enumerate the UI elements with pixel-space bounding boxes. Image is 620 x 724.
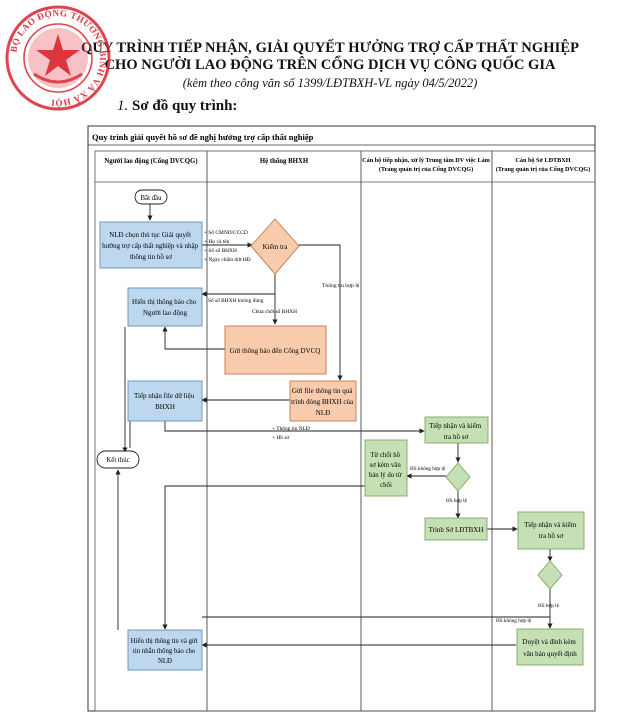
send-items: + Thông tin NLĐ + Hồ sơ [272, 426, 311, 441]
label-invalid-book: Số sổ BHXH không đúng [208, 297, 264, 304]
node-approve [516, 628, 584, 666]
label-hs-valid-2: HS hợp lệ [538, 603, 560, 609]
end-label: Kết thúc [106, 457, 129, 464]
lane-label-3a: Cán bộ tiếp nhận, xử lý Trung tâm DV việ… [362, 157, 490, 164]
node-send-info-line2: trình đóng BHXH của [291, 398, 354, 406]
start-node [134, 189, 168, 205]
ministry-seal: BỘ LAO ĐỘNG THƯƠNG BINH VÀ XÃ HỘI [5, 5, 111, 111]
node-reject-line2: sơ kèm văn [370, 462, 402, 469]
node-approve-text: Duyệt và đính kèm văn bản quyết định [522, 638, 577, 658]
decision-2 [537, 560, 563, 590]
node-show-notice-line1: Hiển thị thông báo cho [132, 298, 197, 306]
decision-1 [445, 462, 471, 492]
end-node [96, 450, 140, 469]
node-choose-line2: hưởng trợ cấp thất nghiệp và nhập [102, 242, 198, 250]
node-receive-file [127, 380, 203, 422]
document-subnote: (kèm theo công văn số 1399/LĐTBXH-VL ngà… [182, 76, 478, 90]
fields-list: + Số CMND/CCCD + Họ và tên + Số sổ BHXH … [204, 229, 251, 263]
node-choose-text: NLĐ chọn thủ tục Giải quyết hưởng trợ cấ… [102, 231, 200, 261]
node-send-info [289, 380, 357, 422]
node-show-notice-line2: Người lao động [143, 309, 188, 317]
node-receive-file-line2: BHXH [155, 403, 175, 411]
send-item-1: + Thông tin NLĐ [272, 426, 310, 432]
node-submit [424, 517, 488, 541]
node-receive-check-2-line1: Tiếp nhận và kiểm [524, 521, 577, 529]
lane-label-3b: (Trang quản trị của Cổng DVCQG) [379, 166, 473, 173]
send-item-2: + Hồ sơ [272, 434, 289, 441]
document-title-line1: QUY TRÌNH TIẾP NHẬN, GIẢI QUYẾT HƯỞNG TR… [80, 40, 580, 56]
node-choose-line3: thông tin hồ sơ [130, 253, 172, 261]
decision-check-label: Kiểm tra [263, 243, 289, 251]
node-receive-check-1 [424, 416, 489, 444]
section-heading: 1. Sơ đồ quy trình: [117, 98, 237, 115]
label-hs-valid-1: HS hợp lệ [446, 498, 468, 504]
field-3: + Số sổ BHXH [204, 247, 237, 254]
node-send-info-text: Gửi file thông tin quá trình đóng BHXH c… [291, 387, 355, 417]
node-show-notice [127, 287, 203, 327]
node-reject [364, 439, 408, 497]
node-receive-check-2 [517, 511, 585, 550]
node-send-notice [224, 325, 327, 375]
node-approve-line1: Duyệt và đính kèm [522, 638, 576, 646]
node-receive-check-1-line1: Tiếp nhận và kiểm [429, 422, 482, 430]
node-show-result-line2: tin nhắn thông báo cho [133, 648, 196, 655]
node-receive-check-1-line2: tra hồ sơ [444, 433, 469, 441]
node-send-info-line1: Gửi file thông tin quá [292, 387, 353, 395]
label-info-valid: Thông tin hợp lệ [322, 283, 360, 289]
diagram-title: Quy trình giải quyết hồ sơ đề nghị hưởng… [92, 132, 314, 142]
node-choose-procedure [99, 221, 203, 269]
decision-check [250, 218, 300, 275]
node-reject-line4: chối [380, 482, 392, 489]
section-title: Sơ đồ quy trình: [132, 98, 238, 114]
node-reject-line1: Từ chối hồ [370, 452, 400, 459]
lane-label-4a: Cán bộ Sở LĐTBXH [515, 157, 570, 164]
node-show-notice-text: Hiển thị thông báo cho Người lao động [132, 298, 198, 317]
field-4: + Ngày chấm dứt HĐ [204, 256, 251, 263]
section-number: 1. [117, 98, 129, 114]
node-approve-line2: văn bản quyết định [523, 650, 577, 658]
field-2: + Họ và tên [204, 239, 230, 245]
node-send-info-line3: NLĐ [316, 409, 330, 417]
node-show-result [127, 629, 203, 671]
start-label: Bắt đầu [141, 195, 163, 202]
lane-so-ldtbxh [491, 150, 596, 712]
lane-label-4b: (Trang quản trị của Cổng DVCQG) [496, 166, 590, 173]
node-receive-file-line1: Tiếp nhận file dữ liệu [134, 392, 195, 400]
label-hs-invalid-1: HS không hợp lệ [410, 466, 446, 472]
node-receive-check-2-text: Tiếp nhận và kiểm tra hồ sơ [524, 521, 578, 540]
node-send-notice-label: Gửi thông báo đến Cổng DVCQ [230, 347, 321, 355]
node-show-result-text: Hiển thị thông tin và gửi tin nhắn thông… [131, 638, 200, 665]
node-choose-line1: NLĐ chọn thủ tục Giải quyết [109, 231, 191, 239]
node-receive-check-1-text: Tiếp nhận và kiểm tra hồ sơ [429, 422, 483, 441]
node-show-result-line3: NLĐ [158, 658, 172, 665]
lane-label-1: Người lao động (Cổng DVCQG) [104, 158, 197, 165]
node-submit-label: Trình Sở LĐTBXH [429, 526, 484, 534]
label-not-closed: Chưa chốt sổ BHXH [252, 308, 297, 315]
node-receive-file-text: Tiếp nhận file dữ liệu BHXH [134, 392, 196, 411]
node-reject-text: Từ chối hồ sơ kèm văn bản lý do từ chối [369, 452, 403, 489]
lane-label-2: Hệ thống BHXH [260, 158, 309, 165]
label-hs-invalid-2: HS không hợp lệ [496, 618, 532, 624]
node-reject-line3: bản lý do từ [369, 472, 402, 479]
document-title-line2: CHO NGƯỜI LAO ĐỘNG TRÊN CỔNG DỊCH VỤ CÔN… [104, 57, 556, 73]
node-receive-check-2-line2: tra hồ sơ [539, 532, 564, 540]
field-1: + Số CMND/CCCD [204, 229, 248, 236]
node-show-result-line1: Hiển thị thông tin và gửi [131, 638, 198, 645]
